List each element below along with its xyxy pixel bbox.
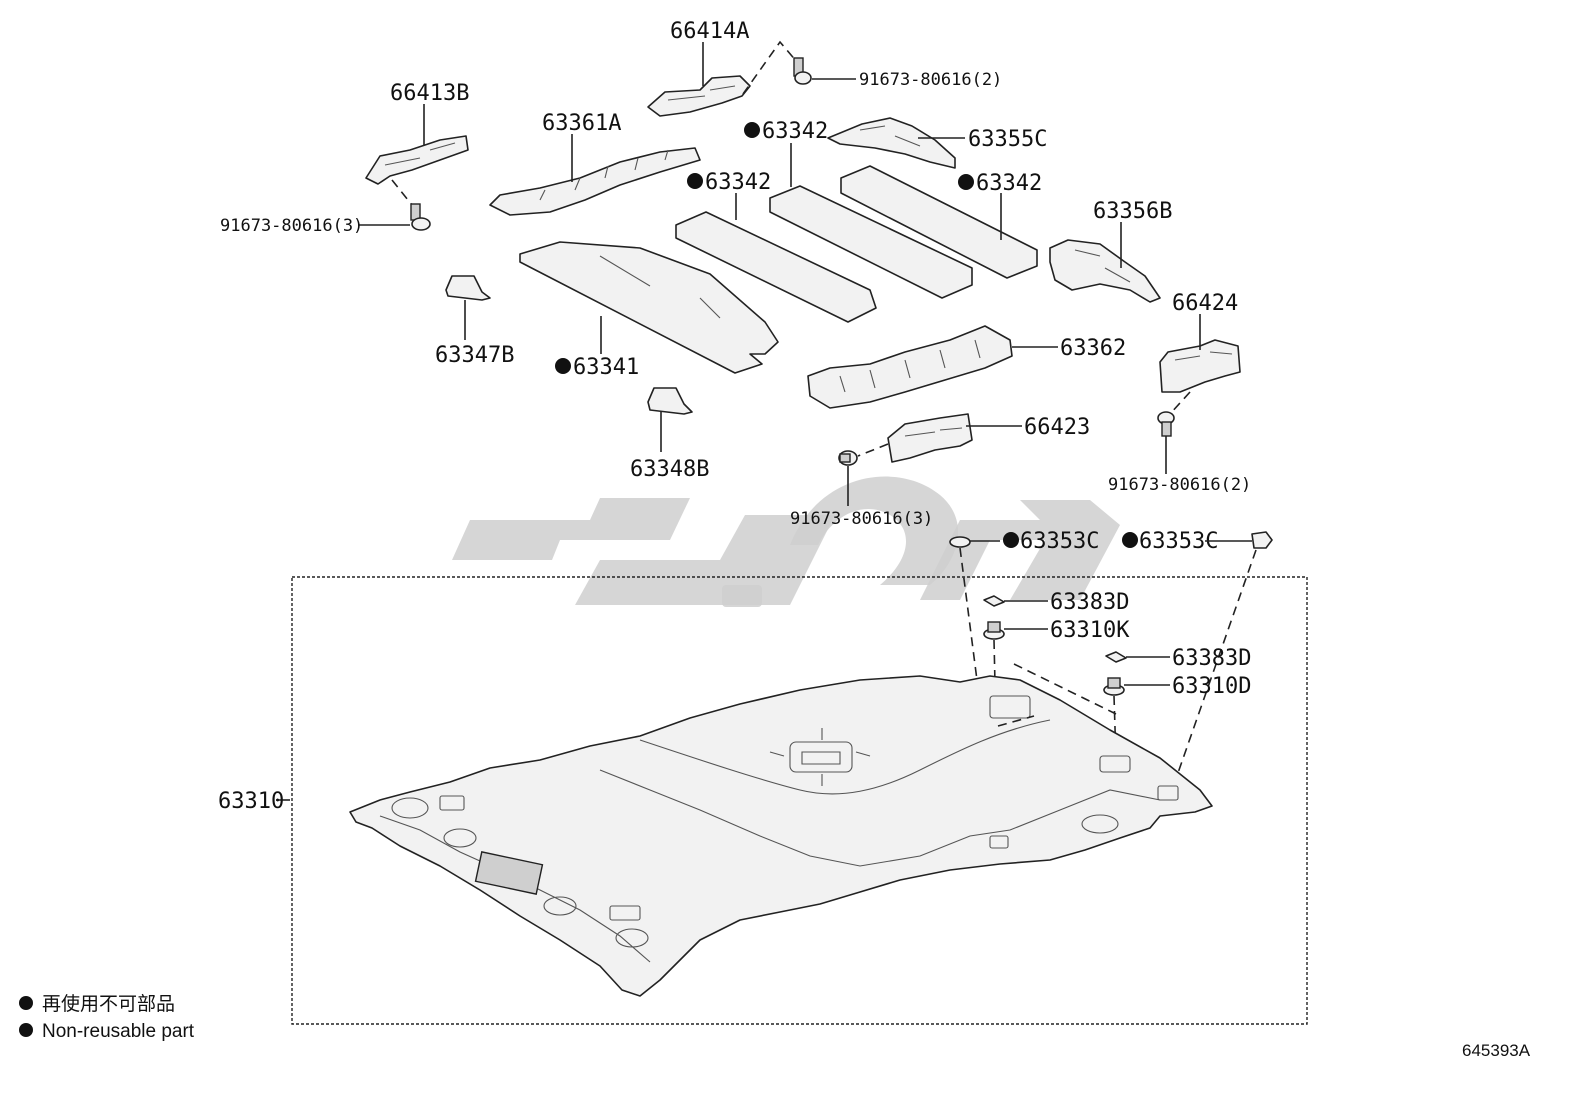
part-63356B[interactable]: 63356B — [1049, 199, 1172, 303]
part-66414A[interactable]: 66414A — [647, 19, 751, 117]
part-63342-c[interactable]: 63342 — [840, 165, 1042, 279]
part-63383D-b[interactable]: 63383D — [1105, 646, 1251, 671]
label-66413B: 66413B — [390, 81, 469, 106]
part-63361A[interactable]: 63361A — [489, 111, 701, 216]
part-63355C[interactable]: 63355C — [827, 117, 1047, 169]
part-66413B[interactable]: 66413B — [365, 81, 469, 206]
part-66423[interactable]: 66423 — [857, 413, 1090, 463]
part-63310D[interactable]: 63310D — [1103, 674, 1251, 761]
watermark-logo — [452, 476, 1120, 607]
label-63361A: 63361A — [542, 111, 621, 136]
label-63347B: 63347B — [435, 343, 514, 368]
part-63310K[interactable]: 63310K — [983, 618, 1130, 729]
non-reusable-marker — [958, 174, 974, 190]
legend-marker-jp — [19, 996, 33, 1010]
label-66424: 66424 — [1172, 291, 1238, 316]
part-63341[interactable]: 63341 — [519, 241, 779, 380]
headliner-enclosure — [291, 576, 1308, 1025]
non-reusable-marker — [687, 173, 703, 189]
non-reusable-marker — [1122, 532, 1138, 548]
label-91673-left: 91673-80616(3) — [220, 216, 363, 236]
non-reusable-marker — [1003, 532, 1019, 548]
label-63342-a: 63342 — [762, 119, 828, 144]
part-63310-headliner[interactable]: 63310 — [218, 663, 1213, 997]
part-63347B[interactable]: 63347B — [435, 275, 514, 368]
part-screw-left[interactable]: 91673-80616(3) — [220, 203, 431, 236]
legend: 再使用不可部品 Non-reusable part — [19, 993, 195, 1042]
label-66423: 66423 — [1024, 415, 1090, 440]
part-63383D-a[interactable]: 63383D — [983, 590, 1129, 615]
legend-jp-text: 再使用不可部品 — [42, 993, 175, 1015]
diagram-code: 645393A — [1462, 1041, 1531, 1060]
label-63383D-a: 63383D — [1050, 590, 1129, 615]
part-66424[interactable]: 66424 — [1159, 291, 1241, 415]
part-screw-right[interactable]: 91673-80616(2) — [1108, 411, 1251, 495]
legend-en-text: Non-reusable part — [42, 1021, 195, 1042]
label-63310: 63310 — [218, 789, 284, 814]
label-63310K: 63310K — [1050, 618, 1130, 643]
part-screw-top[interactable]: 91673-80616(2) — [742, 40, 1002, 95]
part-screw-mid[interactable]: 91673-80616(3) — [790, 450, 933, 529]
part-63348B[interactable]: 63348B — [630, 387, 709, 482]
label-63362: 63362 — [1060, 336, 1126, 361]
legend-marker-en — [19, 1023, 33, 1037]
non-reusable-marker — [555, 358, 571, 374]
label-63348B: 63348B — [630, 457, 709, 482]
label-63383D-b: 63383D — [1172, 646, 1251, 671]
part-63353C-right[interactable]: 63353C — [1122, 529, 1273, 791]
part-63362[interactable]: 63362 — [807, 325, 1126, 409]
label-91673-mid: 91673-80616(3) — [790, 509, 933, 529]
label-63355C: 63355C — [968, 127, 1047, 152]
part-63353C-left[interactable]: 63353C — [949, 529, 1099, 689]
part-63342-b[interactable]: 63342 — [675, 170, 877, 323]
label-91673-right: 91673-80616(2) — [1108, 475, 1251, 495]
non-reusable-marker — [744, 122, 760, 138]
label-63356B: 63356B — [1093, 199, 1172, 224]
label-63342-c: 63342 — [976, 171, 1042, 196]
label-63353C-left: 63353C — [1020, 529, 1099, 554]
label-66414A: 66414A — [670, 19, 749, 44]
part-63342-a[interactable]: 63342 — [744, 119, 973, 299]
label-63310D: 63310D — [1172, 674, 1251, 699]
label-63341: 63341 — [573, 355, 639, 380]
label-91673-top: 91673-80616(2) — [859, 70, 1002, 90]
label-63342-b: 63342 — [705, 170, 771, 195]
